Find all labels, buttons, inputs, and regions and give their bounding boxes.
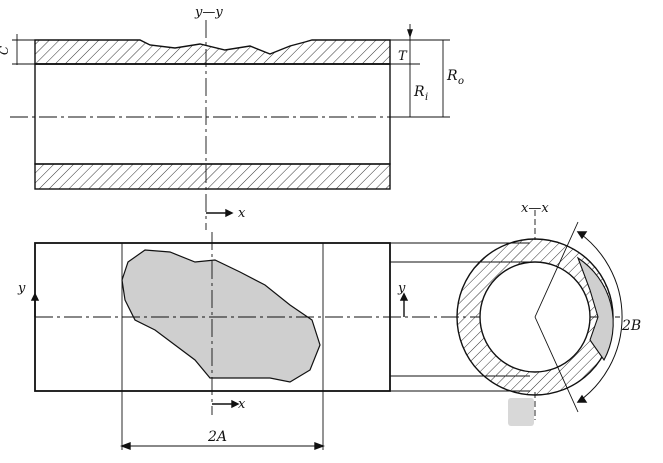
label-dim-Ro-sub: o [458, 76, 464, 87]
label-axis-x-bottom: x [238, 397, 246, 412]
cross-section-defect [576, 256, 614, 362]
label-dim-Ri: R [413, 84, 425, 100]
label-axis-x-top: x [238, 206, 246, 221]
label-dim-Ro: R [446, 68, 458, 84]
cross-section [456, 210, 623, 426]
label-dim-2B: 2B [621, 318, 641, 334]
label-axis-y-right: y [397, 281, 406, 296]
defect-area [121, 249, 321, 383]
label-dim-Ri-sub: i [425, 92, 428, 103]
bottom-wall [34, 163, 391, 190]
label-dim-C: C [0, 46, 11, 55]
longitudinal-section [10, 20, 450, 230]
plan-view [30, 232, 620, 451]
label-axis-y-left: y [17, 281, 26, 296]
label-section-xx: x—x [521, 201, 549, 216]
top-wall [34, 39, 391, 65]
label-section-yy: y—y [194, 5, 223, 20]
gray-marker [508, 398, 534, 426]
label-dim-T: T [398, 49, 408, 64]
label-dim-2A: 2A [207, 429, 227, 445]
